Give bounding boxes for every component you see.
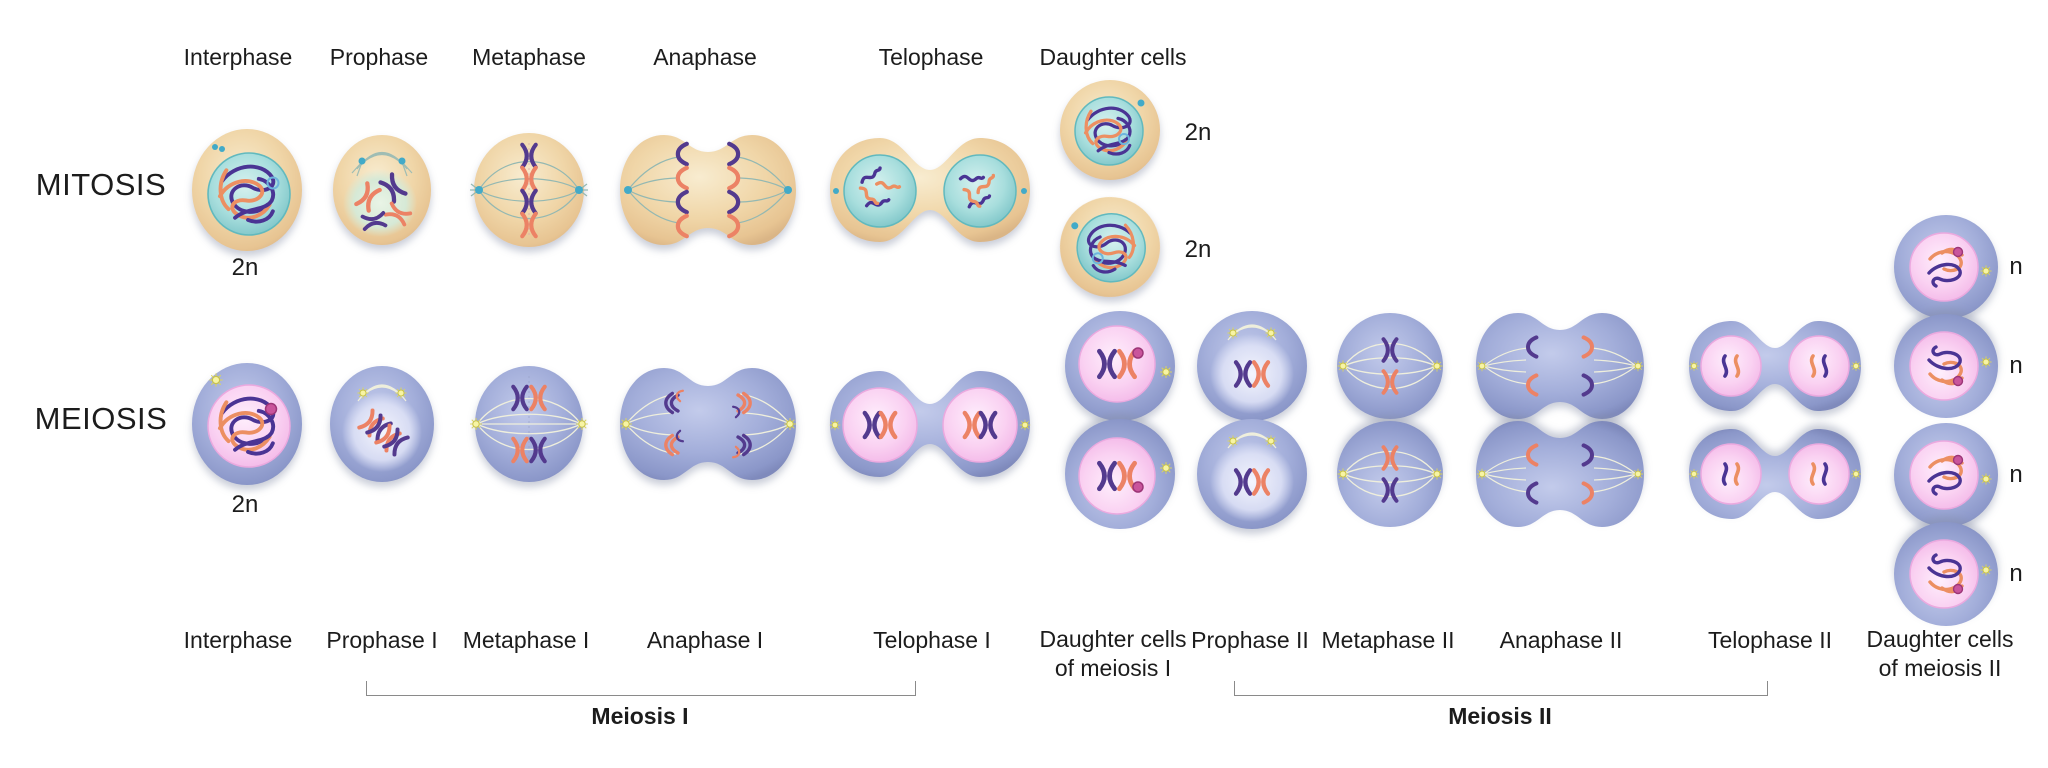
label-mitosis-metaphase: Metaphase <box>472 44 586 70</box>
mitosis-prophase-cell <box>333 135 431 245</box>
label-meiosis1-daughter-line1: Daughter cells <box>1039 626 1187 652</box>
label-mitosis-telophase: Telophase <box>878 44 984 70</box>
meiosis-telophase2-cell-1 <box>1689 321 1861 411</box>
meiosis2-daughter-cell-4 <box>1894 522 1998 626</box>
meiosis-1-bracket <box>366 681 916 696</box>
meiosis-anaphase1-cell <box>619 368 797 480</box>
label-meiosis-anaphase2: Anaphase II <box>1499 627 1623 653</box>
meiosis2-daughter-cell-2 <box>1894 314 1998 418</box>
label-meiosis-metaphase1: Metaphase I <box>462 627 590 653</box>
meiosis-daughter2-ploidy: n <box>2009 352 2023 379</box>
label-mitosis-anaphase: Anaphase <box>653 44 757 70</box>
mitosis-daughter-cell-2 <box>1052 189 1168 305</box>
mitosis-row-label: MITOSIS <box>35 167 167 202</box>
label-mitosis-interphase: Interphase <box>183 44 293 70</box>
mitosis-daughter-cell-1 <box>1060 80 1160 180</box>
meiosis-metaphase2-cell-2 <box>1337 421 1443 527</box>
meiosis-row-label: MEIOSIS <box>34 401 168 436</box>
label-mitosis-prophase: Prophase <box>329 44 429 70</box>
meiosis-anaphase2-cell-2 <box>1476 421 1644 527</box>
mitosis-daughter1-ploidy: 2n <box>1184 119 1212 146</box>
meiosis2-daughter-cell-3 <box>1894 423 1998 527</box>
meiosis-daughter3-ploidy: n <box>2009 461 2023 488</box>
mitosis-daughter2-ploidy: 2n <box>1184 236 1212 263</box>
meiosis-daughter4-ploidy: n <box>2009 560 2023 587</box>
label-meiosis2-daughter-line2: of meiosis II <box>1878 655 2002 681</box>
label-meiosis-prophase2: Prophase II <box>1191 627 1309 653</box>
meiosis-1-section-label: Meiosis I <box>591 703 689 729</box>
label-meiosis2-daughter-line1: Daughter cells <box>1866 626 2014 652</box>
meiosis1-daughter-cell-1 <box>1065 311 1175 421</box>
label-meiosis1-daughter-cells: Daughter cells of meiosis I <box>1039 625 1186 683</box>
label-meiosis-prophase1: Prophase I <box>326 627 438 653</box>
label-meiosis-anaphase1: Anaphase I <box>646 627 764 653</box>
meiosis-parent-ploidy: 2n <box>231 491 259 518</box>
mitosis-telophase-cell <box>830 138 1030 242</box>
mitosis-metaphase-cell <box>470 133 588 247</box>
meiosis-prophase1-cell <box>330 366 434 482</box>
meiosis-metaphase1-cell <box>469 366 589 482</box>
meiosis2-daughter-cell-1 <box>1894 215 1998 319</box>
meiosis-2-bracket <box>1234 681 1768 696</box>
meiosis-daughter1-ploidy: n <box>2009 253 2023 280</box>
meiosis-telophase1-cell <box>829 371 1031 477</box>
label-mitosis-daughter-cells: Daughter cells <box>1039 44 1187 70</box>
meiosis1-daughter-cell-2 <box>1065 419 1175 529</box>
label-meiosis1-daughter-line2: of meiosis I <box>1054 655 1172 681</box>
label-meiosis-telophase1: Telophase I <box>873 627 991 653</box>
meiosis-telophase2-cell-2 <box>1689 429 1861 519</box>
meiosis-2-section-label: Meiosis II <box>1448 703 1552 729</box>
meiosis-interphase-cell <box>192 363 302 485</box>
meiosis-anaphase2-cell-1 <box>1476 313 1644 419</box>
mitosis-anaphase-cell <box>620 135 796 245</box>
mitosis-parent-ploidy: 2n <box>231 254 259 281</box>
meiosis-metaphase2-cell-1 <box>1337 313 1443 419</box>
label-meiosis-interphase: Interphase <box>183 627 293 653</box>
label-meiosis2-daughter-cells: Daughter cells of meiosis II <box>1866 625 2013 683</box>
meiosis-prophase2-cell-1 <box>1197 311 1307 421</box>
label-meiosis-telophase2: Telophase II <box>1707 627 1833 653</box>
mitosis-interphase-cell <box>192 129 302 251</box>
label-meiosis-metaphase2: Metaphase II <box>1321 627 1455 653</box>
meiosis-prophase2-cell-2 <box>1197 419 1307 529</box>
